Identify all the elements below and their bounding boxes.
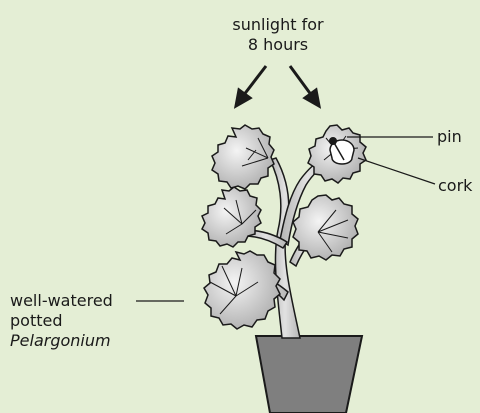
plant-pot: [256, 336, 362, 413]
sunlight-arrows: [236, 66, 319, 106]
sunlight-label-line1: sunlight for: [222, 15, 334, 35]
sunlight-arrow-left: [243, 66, 266, 96]
sunlight-arrow-right: [290, 66, 312, 96]
plant-label-line1: well-watered: [10, 291, 113, 311]
plant-label: well-watered potted Pelargonium: [10, 291, 113, 351]
sunlight-label: sunlight for 8 hours: [222, 15, 334, 55]
cork-label: cork: [438, 176, 472, 196]
cork-leader-line: [358, 158, 435, 184]
leaf-middle-left: [202, 187, 261, 247]
plant-label-line2: potted: [10, 311, 113, 331]
leaf-bottom-left: [204, 251, 280, 329]
pin-label: pin: [437, 127, 462, 147]
sunlight-label-line2: 8 hours: [222, 35, 334, 55]
leaf-middle-right: [293, 195, 358, 260]
plant-label-line3: Pelargonium: [10, 331, 113, 351]
